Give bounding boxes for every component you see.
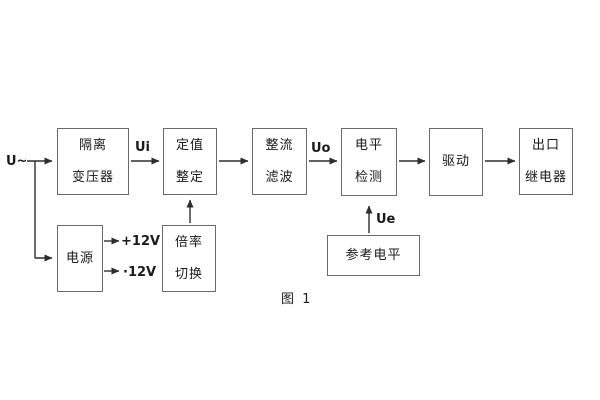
label-uo-signal: Uo <box>311 141 331 156</box>
block-label: 整定 <box>175 169 204 185</box>
label-minus-12v-rail: ·12V <box>123 265 157 280</box>
label-plus-12v-rail: +12V <box>121 234 161 249</box>
block-rectifier-filter: 整流 滤波 <box>252 128 307 195</box>
label-input-voltage: U~ <box>6 154 28 169</box>
block-isolation-transformer: 隔离 变压器 <box>57 128 129 195</box>
block-label: 切换 <box>174 266 203 282</box>
block-label: 检测 <box>354 170 383 185</box>
block-reference-level: 参考电平 <box>327 235 420 276</box>
block-power-supply: 电源 <box>57 225 103 292</box>
block-output-relay: 出口 继电器 <box>519 128 573 195</box>
figure-caption: 图 1 <box>281 292 313 307</box>
block-label: 出口 <box>531 137 560 153</box>
block-label: 整流 <box>265 137 294 153</box>
label-ue-signal: Ue <box>376 212 396 227</box>
label-ui-signal: Ui <box>135 140 151 155</box>
block-level-detection: 电平 检测 <box>341 128 397 196</box>
block-label: 驱动 <box>441 154 470 169</box>
block-label: 继电器 <box>524 169 567 185</box>
block-driver: 驱动 <box>429 128 483 196</box>
block-setting-adjust: 定值 整定 <box>163 128 217 195</box>
block-label: 电平 <box>354 138 383 153</box>
block-label: 变压器 <box>71 169 114 185</box>
block-ratio-switch: 倍率 切换 <box>162 225 216 292</box>
block-label: 定值 <box>175 137 204 153</box>
block-label: 参考电平 <box>345 247 402 263</box>
block-label: 滤波 <box>265 169 294 185</box>
block-label: 倍率 <box>174 234 203 250</box>
block-label: 隔离 <box>78 137 107 153</box>
block-label: 电源 <box>65 250 94 266</box>
